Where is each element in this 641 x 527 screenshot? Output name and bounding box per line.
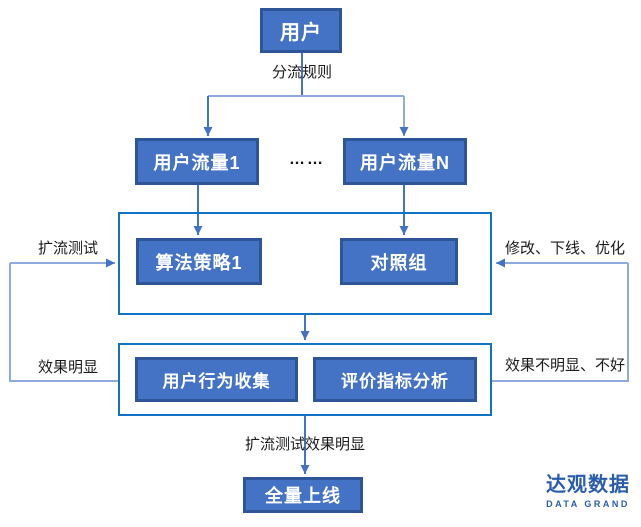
label-expand-test-effect: 扩流测试效果明显 bbox=[244, 436, 365, 453]
node-metric-analysis: 评价指标分析 bbox=[313, 357, 477, 402]
test-group-container bbox=[118, 212, 492, 315]
label-effect-not-obvious: 效果不明显、不好 bbox=[504, 357, 625, 374]
analysis-container bbox=[118, 343, 492, 416]
edge-right-feedback-loop bbox=[492, 263, 629, 382]
node-traffic-1: 用户流量1 bbox=[135, 138, 259, 185]
label-expand-test: 扩流测试 bbox=[37, 240, 98, 257]
label-split-rule: 分流规则 bbox=[271, 64, 332, 81]
traffic-ellipsis: …… bbox=[289, 151, 325, 168]
logo-text-en: DATA GRAND bbox=[546, 499, 630, 509]
node-traffic-n: 用户流量N bbox=[343, 138, 467, 185]
node-strategy-1: 算法策略1 bbox=[136, 238, 262, 285]
node-user: 用户 bbox=[260, 8, 342, 53]
label-modify-offline-optimize: 修改、下线、优化 bbox=[504, 240, 625, 257]
node-full-launch: 全量上线 bbox=[243, 477, 363, 513]
datagrand-logo: 达观数据 DATA GRAND bbox=[546, 473, 630, 511]
label-effect-obvious: 效果明显 bbox=[37, 359, 98, 376]
node-control-group: 对照组 bbox=[340, 238, 458, 285]
logo-text-cn: 达观数据 bbox=[546, 474, 630, 496]
edge-left-feedback-loop bbox=[9, 263, 118, 382]
node-behavior-collect: 用户行为收集 bbox=[135, 357, 298, 402]
